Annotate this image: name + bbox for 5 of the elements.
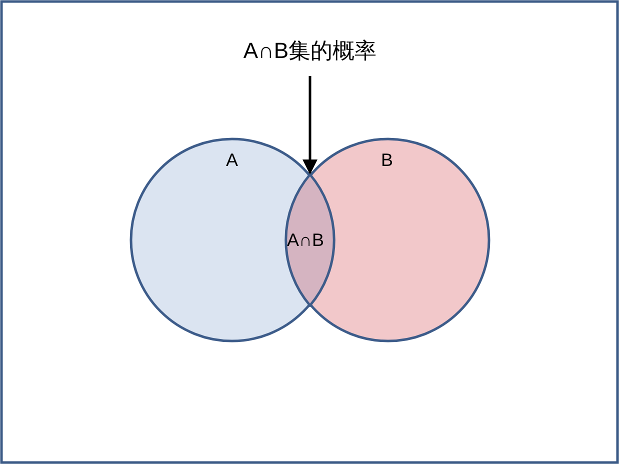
set-label: B xyxy=(381,150,394,171)
arrow xyxy=(302,76,318,174)
set-label: A∩B xyxy=(287,230,324,251)
set-label: A xyxy=(226,150,238,171)
callout-text: A∩B集的概率 xyxy=(242,38,378,64)
